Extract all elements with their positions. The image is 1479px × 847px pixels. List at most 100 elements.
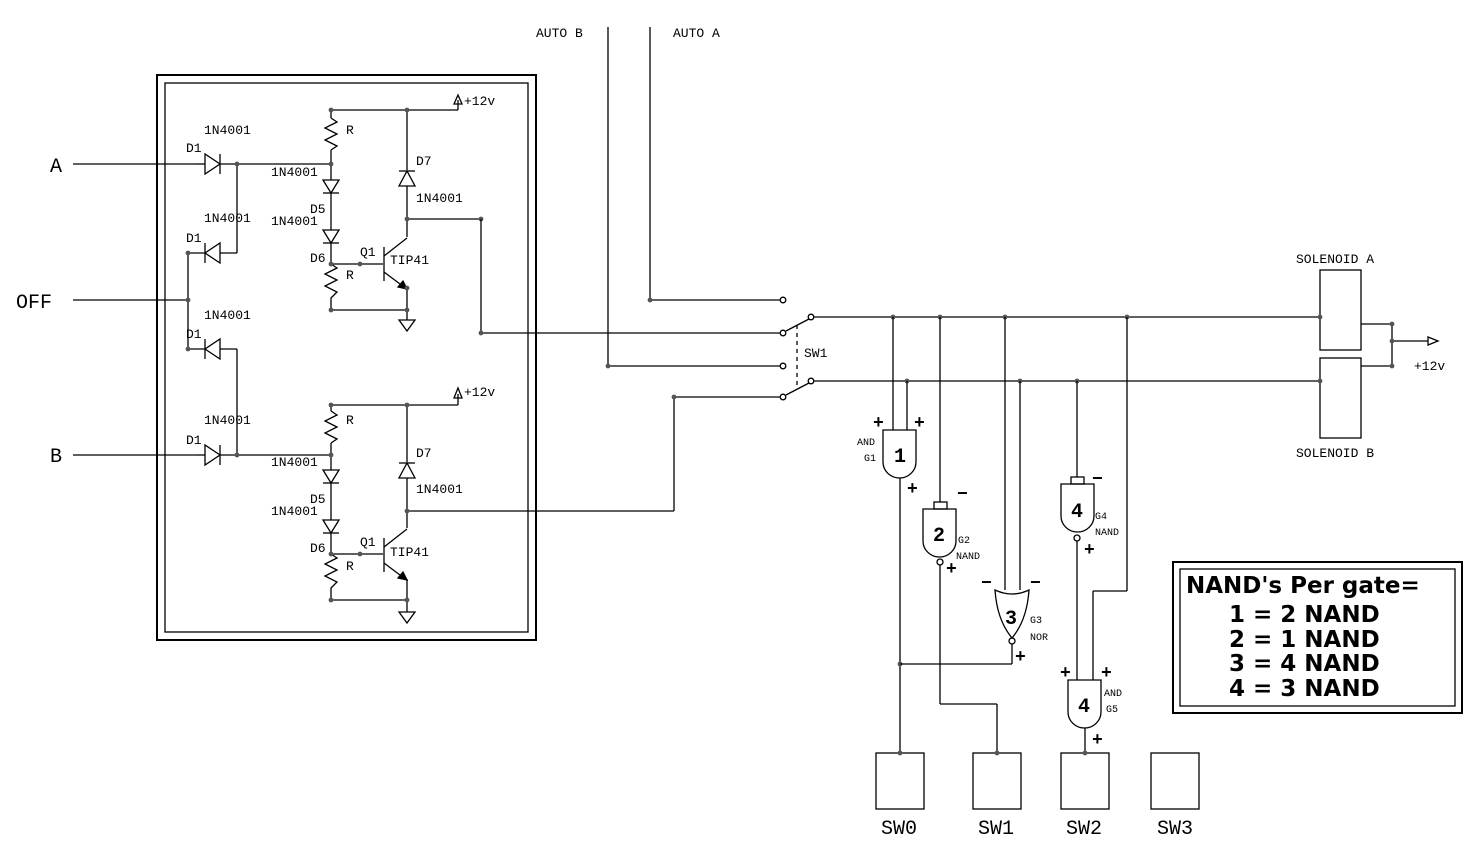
- gate-g3-nor: 3 G3 NOR − − +: [900, 317, 1048, 668]
- gate-g5-number: 4: [1078, 696, 1090, 719]
- plus-sign: +: [946, 560, 957, 580]
- supply-label: +12v: [464, 94, 495, 109]
- legend-title: NAND's Per gate=: [1186, 573, 1420, 599]
- solenoid-supply: +12v: [1389, 321, 1445, 374]
- legend-box: NAND's Per gate= 1 = 2 NAND 2 = 1 NAND 3…: [1172, 561, 1463, 714]
- gate-g1-type: AND: [857, 438, 875, 449]
- d-part-label: 1N4001: [271, 214, 318, 229]
- gate-g5-ref: G5: [1106, 705, 1118, 716]
- q1-label: Q1: [360, 535, 376, 550]
- bus-lines: [814, 314, 1320, 384]
- sw1-label: SW1: [978, 818, 1014, 841]
- resistor-label: R: [346, 268, 354, 283]
- plus-sign: +: [1101, 664, 1112, 684]
- d7-part-label: 1N4001: [416, 191, 463, 206]
- q1-label: Q1: [360, 245, 376, 260]
- tip41-label: TIP41: [390, 253, 429, 268]
- gate-g2-number: 2: [933, 525, 945, 548]
- solenoid-a: SOLENOID A: [1296, 252, 1392, 351]
- legend-row: 2 = 1 NAND: [1229, 627, 1380, 653]
- solenoid-a-label: SOLENOID A: [1296, 252, 1374, 267]
- sw1-box: [972, 752, 1022, 810]
- gate-g4-nand: 4 G4 NAND − +: [1060, 381, 1119, 680]
- plus-sign: +: [1015, 648, 1026, 668]
- d1-label: D1: [186, 141, 202, 156]
- d5-label: D5: [310, 492, 326, 507]
- input-off: OFF: [16, 292, 188, 315]
- solenoid-b: SOLENOID B: [1296, 357, 1392, 461]
- resistor-label: R: [346, 413, 354, 428]
- supply-label: +12v: [1414, 359, 1445, 374]
- gate-g3-number: 3: [1005, 608, 1017, 631]
- gate-g4-number: 4: [1071, 501, 1083, 524]
- plus-sign: +: [873, 414, 884, 434]
- gate-g5-type: AND: [1104, 689, 1122, 700]
- switch-boxes: SW0 SW1 SW2 SW3: [875, 750, 1200, 841]
- legend-row: 3 = 4 NAND: [1229, 651, 1380, 677]
- driver-channel-a: [321, 93, 484, 333]
- d6-label: D6: [310, 541, 326, 556]
- d7-part-label: 1N4001: [416, 482, 463, 497]
- d7-label: D7: [416, 446, 432, 461]
- input-b: B: [50, 446, 197, 469]
- gate-g1-ref: G1: [864, 454, 876, 465]
- minus-sign: −: [1092, 470, 1103, 490]
- input-a: A: [50, 156, 197, 179]
- d6-label: D6: [310, 251, 326, 266]
- auto-inputs: AUTO B AUTO A: [536, 26, 780, 369]
- driver-channel-b: [321, 386, 674, 625]
- input-off-label: OFF: [16, 292, 52, 315]
- driver-channel-a-labels: +12v R 1N4001 D5 1N4001 D6 R Q1 TIP41 D7…: [271, 94, 495, 283]
- input-a-label: A: [50, 156, 62, 179]
- d1-part-label: 1N4001: [204, 211, 251, 226]
- auto-a-label: AUTO A: [673, 26, 720, 41]
- input-diode-labels: D1 1N4001 D1 1N4001 D1 1N4001 D1 1N4001: [186, 123, 251, 448]
- sw0-label: SW0: [881, 818, 917, 841]
- gate-g2-nand: 2 G2 NAND − +: [922, 317, 998, 753]
- sw1-label: SW1: [804, 346, 828, 361]
- plus-sign: +: [1060, 664, 1071, 684]
- legend-row: 1 = 2 NAND: [1229, 602, 1380, 628]
- sw3-box: [1150, 752, 1200, 810]
- supply-label: +12v: [464, 385, 495, 400]
- auto-b-label: AUTO B: [536, 26, 583, 41]
- resistor-label: R: [346, 559, 354, 574]
- gate-g1-number: 1: [894, 446, 906, 469]
- minus-sign: −: [957, 485, 968, 505]
- minus-sign: −: [1030, 574, 1041, 594]
- sw1-switch: SW1: [478, 219, 828, 511]
- d7-label: D7: [416, 154, 432, 169]
- gate-g3-ref: G3: [1030, 616, 1042, 627]
- gate-g1-and: 1 AND G1 + + +: [857, 317, 925, 753]
- minus-sign: −: [981, 574, 992, 594]
- d1-label: D1: [186, 327, 202, 342]
- sw2-box: [1060, 752, 1110, 810]
- plus-sign: +: [1084, 541, 1095, 561]
- driver-channel-b-labels: +12v R 1N4001 D5 1N4001 D6 R Q1 TIP41 D7…: [271, 385, 495, 574]
- input-b-label: B: [50, 446, 62, 469]
- gate-g2-ref: G2: [958, 536, 970, 547]
- input-diode-network: [185, 152, 331, 467]
- gate-g4-ref: G4: [1095, 512, 1107, 523]
- d-part-label: 1N4001: [271, 165, 318, 180]
- gate-g5-and: 4 AND G5 + + +: [1060, 317, 1128, 753]
- d1-part-label: 1N4001: [204, 308, 251, 323]
- d-part-label: 1N4001: [271, 504, 318, 519]
- d1-label: D1: [186, 433, 202, 448]
- resistor-label: R: [346, 123, 354, 138]
- legend-row: 4 = 3 NAND: [1229, 676, 1380, 702]
- sw0-box: [875, 752, 925, 810]
- plus-sign: +: [907, 480, 918, 500]
- driver-board: [156, 74, 537, 641]
- gate-g3-type: NOR: [1030, 633, 1048, 644]
- sw3-label: SW3: [1157, 818, 1193, 841]
- d-part-label: 1N4001: [271, 455, 318, 470]
- tip41-label: TIP41: [390, 545, 429, 560]
- gate-g2-type: NAND: [956, 552, 980, 563]
- gate-g4-type: NAND: [1095, 528, 1119, 539]
- solenoid-b-label: SOLENOID B: [1296, 446, 1374, 461]
- d1-label: D1: [186, 231, 202, 246]
- d1-part-label: 1N4001: [204, 123, 251, 138]
- sw2-label: SW2: [1066, 818, 1102, 841]
